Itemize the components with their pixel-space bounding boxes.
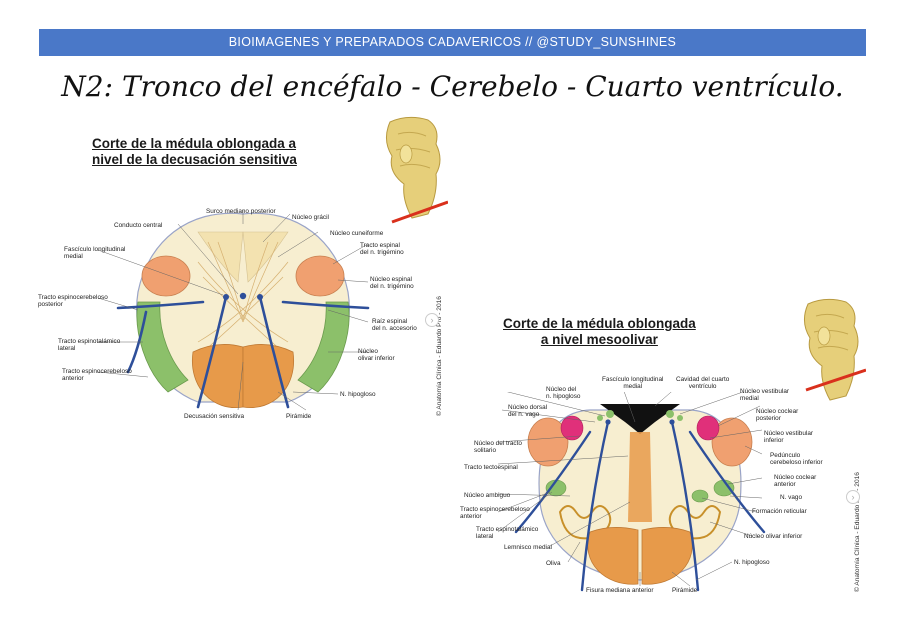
- label-part: Tracto espinocerebeloso: [38, 294, 108, 301]
- label-part: anterior: [774, 481, 796, 489]
- label-part: anterior: [460, 513, 482, 521]
- brainstem-thumbnail-1: [386, 116, 448, 224]
- label-tracto-espinocerebeloso-anterior: Tracto espinocerebeloso anterior: [62, 368, 132, 383]
- label-part: Núcleo: [358, 348, 378, 355]
- label-n-hipogloso: N. hipogloso: [734, 559, 770, 566]
- label-part: inferior: [764, 437, 784, 445]
- label-part: del n. trigémino: [370, 283, 414, 291]
- label-part: cerebeloso inferior: [770, 459, 823, 467]
- figure1-title: Corte de la médula oblongada a nivel de …: [92, 136, 297, 168]
- label-part: Tracto espinal: [360, 242, 400, 249]
- label-nucleo-olivar-inferior: Núcleo olivar inferior: [358, 348, 395, 363]
- label-nucleo-cuneiforme: Núcleo cuneiforme: [330, 230, 384, 237]
- label-part: medial: [64, 253, 83, 261]
- label-part: Núcleo coclear: [774, 474, 817, 481]
- label-part: ventrículo: [688, 383, 717, 391]
- label-part: Cavidad del cuarto: [676, 376, 730, 383]
- label-tracto-espinocerebeloso-anterior: Tracto espinocerebeloso anterior: [460, 506, 530, 521]
- figure2-title-line2: a nivel mesoolivar: [540, 332, 658, 347]
- label-nucleo-vestibular-inferior: Núcleo vestibular inferior: [764, 430, 813, 445]
- label-nucleo-n-hipogloso: Núcleo del n. hipogloso: [546, 386, 580, 401]
- label-part: Núcleo vestibular: [740, 388, 790, 395]
- label-nucleo-olivar-inferior: Núcleo olivar inferior: [744, 533, 803, 540]
- figure1-title-line1: Corte de la médula oblongada a: [92, 136, 297, 151]
- label-tracto-espinotalamico-lateral: Tracto espinotalámico lateral: [476, 526, 538, 541]
- label-part: Raíz espinal: [372, 318, 408, 325]
- label-part: n. hipogloso: [546, 393, 581, 401]
- label-tracto-espinotalamico-lateral: Tracto espinotalámico lateral: [58, 338, 120, 353]
- label-part: posterior: [38, 301, 63, 309]
- label-nucleo-ambiguo: Núcleo ambiguo: [464, 492, 511, 499]
- label-part: posterior: [756, 415, 781, 423]
- label-pedunculo-cerebeloso-inferior: Pedúnculo cerebeloso inferior: [770, 452, 823, 467]
- label-part: Tracto espinocerebeloso: [460, 506, 530, 513]
- figure-decusacion-sensitiva: Corte de la médula oblongada a nivel de …: [38, 110, 448, 430]
- label-n-hipogloso: N. hipogloso: [340, 391, 376, 398]
- label-part: Fascículo longitudinal: [602, 376, 664, 383]
- label-part: solitario: [474, 447, 497, 455]
- label-part: Núcleo vestibular: [764, 430, 814, 437]
- label-fisura-mediana-anterior: Fisura mediana anterior: [586, 587, 654, 594]
- carousel-next-button-2[interactable]: ›: [846, 490, 860, 504]
- label-part: Tracto espinotalámico: [58, 338, 121, 345]
- figure1-title-line2: nivel de la decusación sensitiva: [92, 152, 297, 167]
- section-diagram-2: [497, 392, 766, 592]
- label-part: Núcleo coclear: [756, 408, 799, 415]
- label-part: medial: [623, 383, 643, 391]
- label-part: del n. vago: [508, 411, 540, 419]
- page-title: N2: Tronco del encéfalo - Cerebelo - Cua…: [61, 70, 844, 103]
- label-fasciculo-longitudinal-medial: Fascículo longitudinal medial: [602, 376, 663, 391]
- figure2-title-line1: Corte de la médula oblongada: [503, 316, 696, 331]
- label-part: olivar inferior: [358, 355, 395, 363]
- figure-mesoolivar: Corte de la médula oblongada a nivel mes…: [440, 296, 868, 600]
- label-tracto-espinal-trigemino: Tracto espinal del n. trigémino: [360, 242, 404, 257]
- label-part: del n. accesorio: [372, 325, 417, 333]
- carousel-next-button-1[interactable]: ›: [425, 313, 439, 327]
- label-fasciculo-longitudinal-medial: Fascículo longitudinal medial: [64, 246, 125, 261]
- label-decusacion-sensitiva: Decusación sensitiva: [184, 413, 245, 420]
- brainstem-thumbnail-2: [804, 298, 866, 401]
- label-cavidad-cuarto-ventriculo: Cavidad del cuarto ventrículo: [676, 376, 729, 391]
- label-nucleo-coclear-anterior: Núcleo coclear anterior: [774, 474, 816, 489]
- label-piramide: Pirámide: [672, 587, 698, 594]
- section-diagram-1: [97, 210, 370, 411]
- label-part: Núcleo del tracto: [474, 440, 522, 447]
- label-nucleo-vestibular-medial: Núcleo vestibular medial: [740, 388, 789, 403]
- label-part: Tracto espinocerebeloso: [62, 368, 132, 375]
- label-raiz-espinal-accesorio: Raíz espinal del n. accesorio: [372, 318, 417, 333]
- label-part: lateral: [58, 345, 76, 353]
- label-part: anterior: [62, 375, 84, 383]
- label-nucleo-espinal-trigemino: Núcleo espinal del n. trigémino: [370, 276, 414, 291]
- label-formacion-reticular: Formación reticular: [752, 508, 807, 515]
- label-tracto-espinocerebeloso-posterior: Tracto espinocerebeloso posterior: [38, 294, 108, 309]
- label-part: lateral: [476, 533, 494, 541]
- header-banner: BIOIMAGENES Y PREPARADOS CADAVERICOS // …: [39, 29, 866, 56]
- label-lemnisco-medial: Lemnisco medial: [504, 544, 552, 551]
- label-part: Núcleo dorsal: [508, 404, 548, 411]
- label-part: Núcleo del: [546, 386, 577, 393]
- label-nucleo-coclear-posterior: Núcleo coclear posterior: [756, 408, 798, 423]
- label-nucleo-gracil: Núcleo grácil: [292, 214, 329, 221]
- label-piramide: Pirámide: [286, 413, 312, 420]
- label-part: Tracto espinotalámico: [476, 526, 539, 533]
- label-part: del n. trigémino: [360, 249, 404, 257]
- label-part: Pedúnculo: [770, 452, 801, 459]
- label-conducto-central: Conducto central: [114, 222, 163, 229]
- label-surco-mediano-posterior: Surco mediano posterior: [206, 208, 276, 215]
- label-n-vago: N. vago: [780, 494, 803, 501]
- label-nucleo-dorsal-vago: Núcleo dorsal del n. vago: [508, 404, 547, 419]
- label-tracto-tectoespinal: Tracto tectoespinal: [464, 464, 518, 471]
- label-part: Fascículo longitudinal: [64, 246, 126, 253]
- label-part: medial: [740, 395, 759, 403]
- label-nucleo-tracto-solitario: Núcleo del tracto solitario: [474, 440, 522, 455]
- label-oliva: Oliva: [546, 560, 561, 567]
- label-part: Núcleo espinal: [370, 276, 412, 283]
- figure2-title: Corte de la médula oblongada a nivel mes…: [503, 316, 696, 348]
